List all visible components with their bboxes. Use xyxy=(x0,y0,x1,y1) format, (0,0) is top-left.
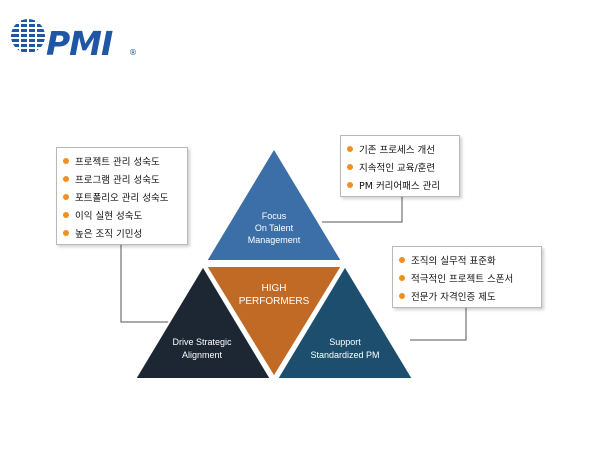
bullet-icon xyxy=(347,164,353,170)
list-item: 조직의 실무적 표준화 xyxy=(399,251,535,269)
bullet-icon xyxy=(347,146,353,152)
connector-top-right xyxy=(322,194,403,223)
left-label-2: Alignment xyxy=(182,350,223,360)
bullet-icon xyxy=(399,275,405,281)
bullet-icon xyxy=(63,158,69,164)
list-item: 이익 실현 성숙도 xyxy=(63,206,181,224)
bullet-icon xyxy=(63,212,69,218)
list-item: 프로젝트 관리 성숙도 xyxy=(63,152,181,170)
bullet-icon xyxy=(63,194,69,200)
list-item: 높은 조직 기민성 xyxy=(63,224,181,242)
right-label-2: Standardized PM xyxy=(310,350,379,360)
list-item: 포트폴리오 관리 성숙도 xyxy=(63,188,181,206)
logo-text: PMI xyxy=(46,24,113,63)
registered-mark: ® xyxy=(129,48,137,57)
list-item: PM 커리어패스 관리 xyxy=(347,176,453,194)
callout-box-left: 프로젝트 관리 성숙도 프로그램 관리 성숙도 포트폴리오 관리 성숙도 이익 … xyxy=(56,147,188,245)
bullet-icon xyxy=(399,293,405,299)
triangle-right xyxy=(275,264,415,380)
triangle-center xyxy=(204,265,344,379)
connector-right xyxy=(410,305,467,341)
list-item: 지속적인 교육/훈련 xyxy=(347,158,453,176)
bullet-icon xyxy=(399,257,405,263)
triangle-left xyxy=(133,264,273,380)
top-label-2: On Talent xyxy=(255,223,294,233)
list-item: 전문가 자격인증 제도 xyxy=(399,287,535,305)
callout-box-right: 조직의 실무적 표준화 적극적인 프로젝트 스폰서 전문가 자격인증 제도 xyxy=(392,246,542,308)
pmi-logo: PMI ® xyxy=(8,14,148,63)
bullet-icon xyxy=(63,176,69,182)
list-item: 기존 프로세스 개선 xyxy=(347,140,453,158)
triangle-top xyxy=(204,146,344,262)
globe-icon xyxy=(11,19,45,53)
list-item: 적극적인 프로젝트 스폰서 xyxy=(399,269,535,287)
top-label-3: Management xyxy=(248,235,301,245)
center-label-2: PERFORMERS xyxy=(239,296,310,307)
left-label-1: Drive Strategic xyxy=(172,337,232,347)
list-item: 프로그램 관리 성숙도 xyxy=(63,170,181,188)
connector-left xyxy=(120,228,188,323)
bullet-icon xyxy=(347,182,353,188)
top-label-1: Focus xyxy=(262,211,287,221)
right-label-1: Support xyxy=(329,337,361,347)
callout-box-top-right: 기존 프로세스 개선 지속적인 교육/훈련 PM 커리어패스 관리 xyxy=(340,135,460,197)
center-label-1: HIGH xyxy=(262,283,287,294)
bullet-icon xyxy=(63,230,69,236)
